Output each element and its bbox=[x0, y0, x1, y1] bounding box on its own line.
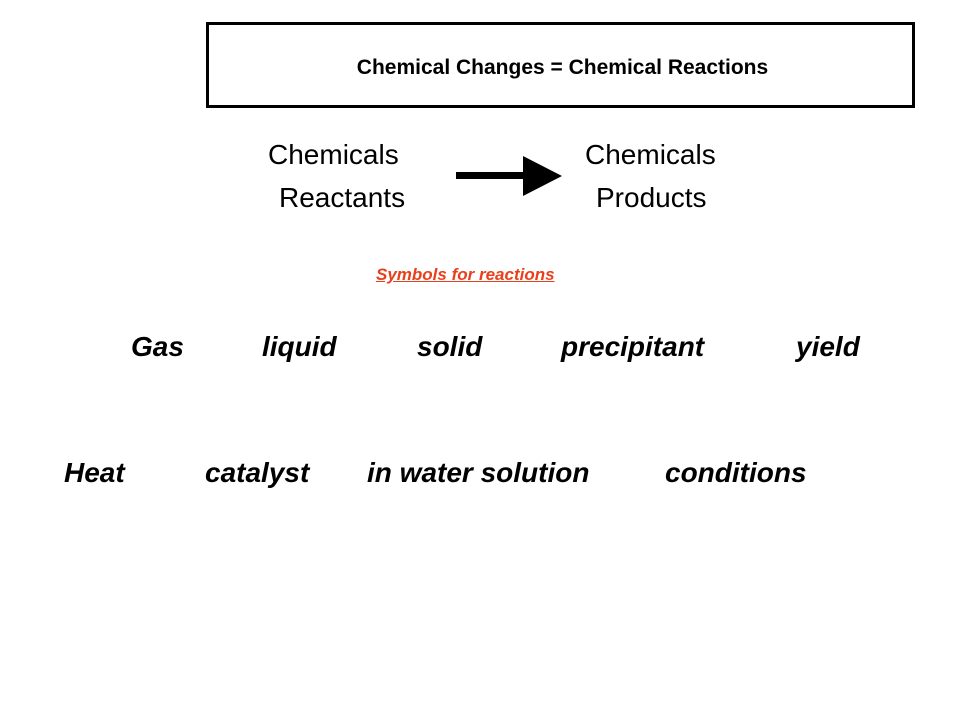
symbol-conditions: conditions bbox=[665, 457, 807, 488]
symbols-heading: Symbols for reactions bbox=[376, 265, 555, 284]
symbol-gas: Gas bbox=[131, 331, 184, 362]
symbol-yield: yield bbox=[796, 331, 860, 362]
products-label: Products bbox=[596, 182, 707, 213]
reactants-chemicals-label: Chemicals bbox=[268, 139, 399, 170]
symbol-solid: solid bbox=[417, 331, 483, 362]
symbol-heat: Heat bbox=[64, 457, 125, 488]
slide-title: Chemical Changes = Chemical Reactions bbox=[356, 56, 769, 79]
title-box: Chemical Changes = Chemical Reactions bbox=[206, 22, 915, 108]
symbol-liquid: liquid bbox=[262, 331, 337, 362]
reactants-label: Reactants bbox=[279, 182, 406, 213]
symbol-catalyst: catalyst bbox=[205, 457, 310, 488]
symbol-precipitant: precipitant bbox=[561, 331, 705, 362]
right-arrow-icon bbox=[456, 156, 562, 196]
symbol-in-water-solution: in water solution bbox=[367, 457, 590, 488]
products-chemicals-label: Chemicals bbox=[585, 139, 716, 170]
